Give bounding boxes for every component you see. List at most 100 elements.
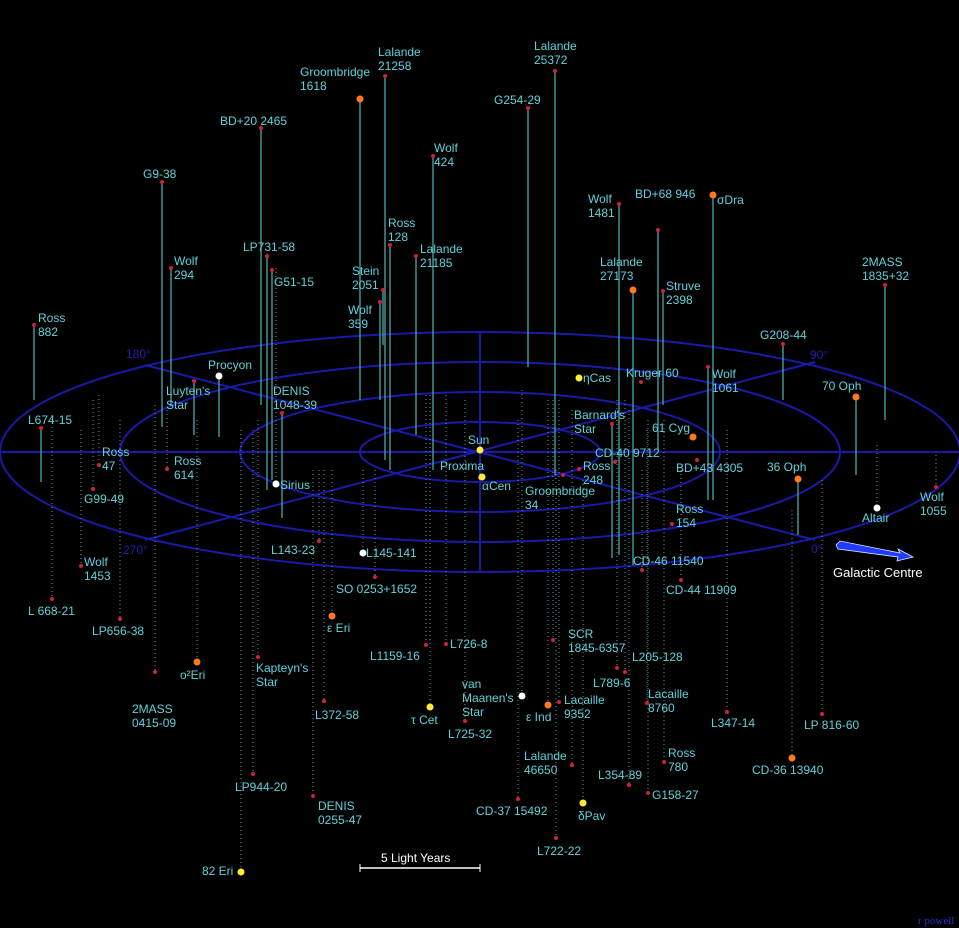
star-dot-lp731-58[interactable] [265,254,269,258]
star-dot--eri[interactable] [328,612,336,620]
star-dot-groombridge-1618[interactable] [356,95,364,103]
star--dra[interactable]: σDra [709,191,745,208]
star-kruger-60[interactable]: Kruger 60 [626,366,679,384]
star-cd-36-13940[interactable]: CD-36 13940 [752,754,824,778]
star-61-cyg[interactable]: 61 Cyg [652,421,697,441]
star-dot-cd-37-15492[interactable] [516,797,520,801]
star-dot-l354-89[interactable] [627,783,631,787]
star-dot-van-maanen-s-star[interactable] [518,692,526,700]
star-o-eri[interactable]: o²Eri [180,658,205,683]
star-dot-sun[interactable] [476,446,484,454]
star-l354-89[interactable]: L354-89 [598,768,642,787]
star-l205-128[interactable]: L205-128 [615,650,683,670]
star-dot-ross-47[interactable] [97,463,101,467]
star-dot-ross-780[interactable] [662,760,666,764]
star-dot-wolf-1453[interactable] [79,564,83,568]
star-lp731-58[interactable]: LP731-58 [243,240,295,258]
star-dot-cd-40-9712[interactable] [613,460,617,464]
star-dot-cd-46-11540[interactable] [640,568,644,572]
star-dot-ross-882[interactable] [32,323,36,327]
star-lp944-20[interactable]: LP944-20 [235,772,287,794]
star-dot-ross-248[interactable] [577,467,581,471]
star-cd-46-11540[interactable]: CD-46 11540 [633,554,704,572]
star-dot--dra[interactable] [709,191,717,199]
star-dot-lalande-21185[interactable] [414,254,418,258]
star-l-668-21[interactable]: L 668-21 [28,597,75,618]
star-dot-so-0253+1652[interactable] [373,575,377,579]
star-dot-lp-816-60[interactable] [820,712,824,716]
star--ind[interactable]: ε Ind [526,701,552,725]
star-dot-lacaille-8760[interactable] [645,701,649,705]
star-g254-29[interactable]: G254-29 [494,93,541,110]
star-dot-denis-1048-39[interactable] [280,411,284,415]
star-dot--cet[interactable] [426,703,434,711]
star-g51-15[interactable]: G51-15 [270,268,314,289]
star--cen[interactable]: αCen [478,473,511,494]
star-dot-lalande-25372[interactable] [553,69,557,73]
star-dot-61-cyg[interactable] [689,433,697,441]
star-l674-15[interactable]: L674-15 [28,413,72,430]
star-l726-8[interactable]: L726-8 [444,637,488,651]
star-g208-44[interactable]: G208-44 [760,328,807,346]
star-dot-l725-32[interactable] [463,719,467,723]
star-dot-bd+43-4305[interactable] [695,458,699,462]
star-dot--cas[interactable] [575,374,583,382]
star-dot-scr-1845-6357[interactable] [551,638,555,642]
star-dot--cen[interactable] [478,473,486,481]
star-dot-l347-14[interactable] [725,710,729,714]
star--cas[interactable]: ηCas [575,371,612,385]
star--cet[interactable]: τ Cet [411,703,438,728]
star-dot-lacaille-9352[interactable] [557,700,561,704]
star--pav[interactable]: δPav [578,799,605,824]
star-dot-bd+68-946[interactable] [656,228,660,232]
star-g9-38[interactable]: G9-38 [143,167,177,184]
star-lp-816-60[interactable]: LP 816-60 [804,712,859,732]
star-bd+43-4305[interactable]: BD+43 4305 [676,458,743,475]
star-dot-wolf-1061[interactable] [706,365,710,369]
star-dot-ross-614[interactable] [165,467,169,471]
star-dot-wolf-1055[interactable] [934,485,938,489]
star-dot-ross-128[interactable] [388,243,392,247]
star-dot-kruger-60[interactable] [639,380,643,384]
star-g158-27[interactable]: G158-27 [646,788,699,802]
star-dot-lalande-46650[interactable] [570,763,574,767]
star-dot-wolf-1481[interactable] [617,202,621,206]
star-cd-44-11909[interactable]: CD-44 11909 [666,578,737,597]
star-l145-141[interactable]: L145-141 [359,546,418,560]
star-dot-wolf-294[interactable] [169,266,173,270]
star-cd-40-9712[interactable]: CD-40 9712 [595,446,660,464]
star-sirius[interactable]: Sirius [272,478,311,492]
star-dot-cd-44-11909[interactable] [679,578,683,582]
star-dot-cd-36-13940[interactable] [788,754,796,762]
star-dot-lalande-21258[interactable] [383,74,387,78]
star-dot-g9-38[interactable] [160,180,164,184]
star-dot-denis-0255-47[interactable] [311,794,315,798]
star-dot-kapteyn-s-star[interactable] [256,655,260,659]
star-dot-altair[interactable] [873,504,881,512]
star-dot-36-oph[interactable] [794,475,802,483]
star-dot-stein-2051[interactable] [381,288,385,292]
star-dot-bd+20-2465[interactable] [259,126,263,130]
star-dot-luyten-s-star[interactable] [192,379,196,383]
star-proxima[interactable]: Proxima [440,459,484,480]
star-dot-barnard-s-star[interactable] [610,422,614,426]
star-dot-lalande-27173[interactable] [629,286,637,294]
